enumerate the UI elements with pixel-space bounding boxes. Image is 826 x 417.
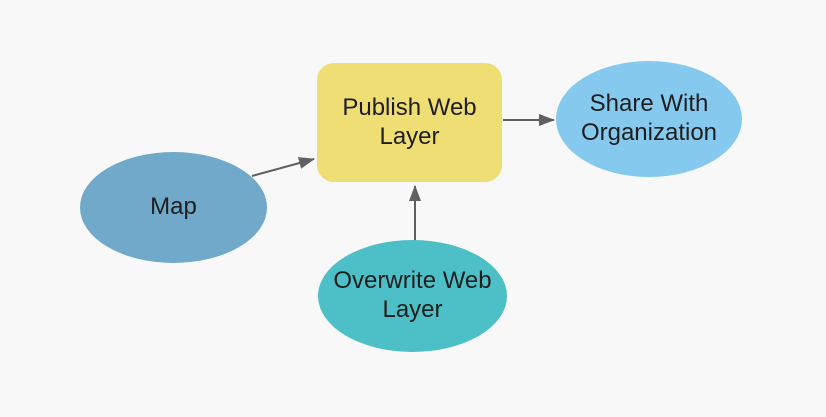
node-overwrite-web-layer[interactable]: Overwrite Web Layer bbox=[318, 240, 507, 352]
node-share-with-organization-label: Share With Organization bbox=[580, 90, 718, 146]
node-map[interactable]: Map bbox=[80, 152, 267, 263]
connector-map-to-publish bbox=[251, 157, 315, 177]
node-map-label: Map bbox=[150, 193, 197, 221]
node-publish-web-layer-label: Publish Web Layer bbox=[342, 93, 477, 150]
node-share-with-organization[interactable]: Share With Organization bbox=[556, 61, 742, 177]
node-publish-web-layer[interactable]: Publish Web Layer bbox=[317, 63, 502, 182]
node-overwrite-web-layer-label: Overwrite Web Layer bbox=[333, 267, 492, 323]
